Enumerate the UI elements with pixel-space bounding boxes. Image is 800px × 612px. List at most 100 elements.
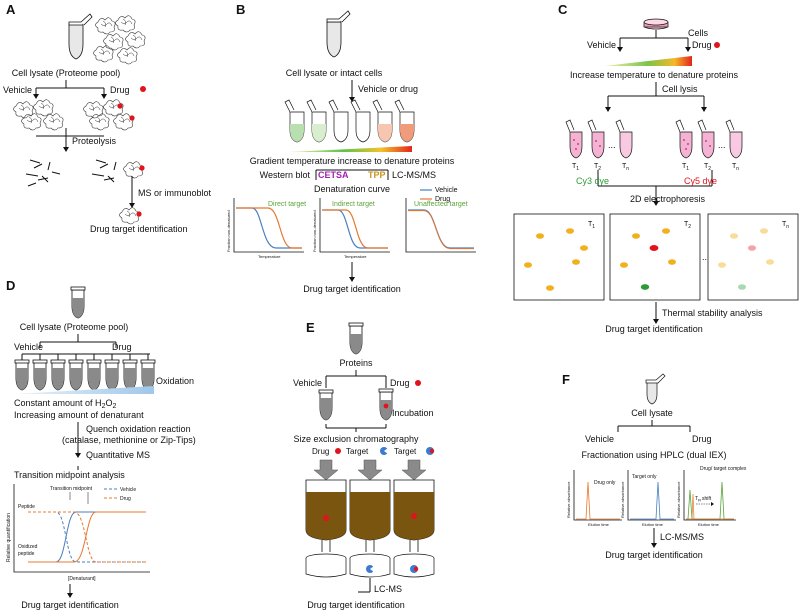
panel-d-quench: Quench oxidation reaction (86, 424, 191, 434)
drug-dot-icon (415, 380, 421, 386)
panel-e-col-target: Target (346, 447, 369, 456)
panel-d-peptide: Peptide (18, 504, 35, 510)
panel-f-letter: F (562, 372, 570, 387)
panel-a-drug: Drug (110, 85, 130, 95)
panel-f-fractionation: Fractionation using HPLC (dual IEX) (581, 450, 726, 460)
drug-dot-icon (714, 42, 720, 48)
temperature-gradient-wedge (604, 56, 692, 66)
panel-f: F Cell lysate Vehicle Drug Fractionation… (562, 372, 747, 560)
panel-d-oxidized2: peptide (18, 551, 35, 557)
panel-d-letter: D (6, 278, 15, 293)
panel-c-stability: Thermal stability analysis (662, 308, 763, 318)
panel-c-lysis: Cell lysis (662, 84, 698, 94)
panel-e-drug: Drug (390, 378, 410, 388)
panel-d-drug: Drug (112, 342, 132, 352)
protein-cluster-icon (93, 15, 146, 65)
panel-c-dots-1: ... (608, 140, 616, 150)
panel-b: B Cell lysate or intact cells Vehicle or… (226, 2, 476, 294)
panel-c-result: Drug target identification (605, 324, 703, 334)
denaturant-gradient-wedge (14, 386, 154, 394)
f-plot3-ylabel: Relative absorbance (676, 481, 681, 518)
svg-text:T2: T2 (594, 163, 601, 172)
panel-f-drug-only: Drug only (594, 480, 616, 486)
collection-dish-icon (305, 553, 435, 578)
panel-e-proteins: Proteins (339, 358, 373, 368)
panel-e-vehicle: Vehicle (293, 378, 322, 388)
svg-text:T1: T1 (572, 163, 579, 172)
vehicle-proteins (13, 99, 64, 131)
plot-direct-target: Fraction non-denatured Temperature Direc… (226, 198, 306, 259)
panel-a-lysate: Cell lysate (Proteome pool) (12, 68, 121, 78)
panel-c-letter: C (558, 2, 568, 17)
panel-b-gradient: Gradient temperature increase to denatur… (250, 156, 455, 166)
panel-b-legend-vehicle: Vehicle (435, 187, 458, 194)
sec-column-icon (305, 459, 435, 552)
panel-d-increasing: Increasing amount of denaturant (14, 410, 144, 420)
panel-c-dots-2: ... (718, 140, 726, 150)
panel-d-xlabel: [Denaturant] (68, 576, 96, 582)
svg-text:Tn: Tn (782, 221, 789, 230)
panel-c-electrophoresis: 2D electrophoresis (630, 194, 706, 204)
petri-dish-icon (643, 18, 669, 30)
plot2-xlabel: Temperature (344, 254, 367, 259)
eppendorf-tube-icon (68, 13, 93, 60)
panel-b-curve-title: Denaturation curve (314, 184, 390, 194)
panel-e-result: Drug target identification (307, 600, 405, 610)
eppendorf-tube-icon (645, 373, 666, 405)
panel-b-letter: B (236, 2, 245, 17)
panel-d-legend-vehicle: Vehicle (120, 487, 136, 493)
svg-text:T2: T2 (684, 221, 691, 230)
drug-proteins (83, 99, 135, 131)
plot1-ylabel: Fraction non-denatured (226, 210, 231, 252)
panel-a-detection: MS or immunoblot (138, 188, 212, 198)
panel-d-vehicle: Vehicle (14, 342, 43, 352)
panel-e-col-target2: Target (394, 447, 417, 456)
peptide-fragments-vehicle (25, 159, 61, 187)
svg-text:T2: T2 (704, 163, 711, 172)
panel-b-treatment: Vehicle or drug (358, 84, 418, 94)
panel-a-vehicle: Vehicle (3, 85, 32, 95)
peptide-fragments-drug (91, 159, 145, 183)
temperature-gradient-wedge (288, 146, 412, 152)
panel-e-incubation: Incubation (392, 408, 434, 418)
panel-b-tpp: TPP (368, 170, 386, 180)
svg-text:T1: T1 (682, 163, 689, 172)
panel-d-midpoint: Transition midpoint analysis (14, 470, 125, 480)
gel-t2: T2 (609, 213, 701, 301)
panel-a-proteolysis: Proteolysis (72, 136, 117, 146)
panel-c-dots-3: ... (702, 252, 710, 262)
panel-c-cells: Cells (688, 28, 709, 38)
plot2-title: Indirect target (332, 201, 375, 208)
pink-tubes-drug: ... (675, 119, 743, 159)
panel-a: A Cell lysate (Proteome pool) Vehicle Dr… (3, 2, 212, 234)
panel-c-vehicle: Vehicle (587, 40, 616, 50)
panel-c-cy5: Cy5 dye (684, 176, 717, 186)
panel-e-sec: Size exclusion chromatography (293, 434, 419, 444)
eppendorf-tube-icon (70, 286, 86, 319)
panel-f-complex: Drug/ target complex (700, 466, 747, 472)
panel-d-legend-drug: Drug (120, 496, 131, 502)
panel-c-cy3: Cy3 dye (576, 176, 609, 186)
panel-d: D Cell lysate (Proteome pool) Vehicle Dr… (6, 278, 196, 610)
svg-text:T1: T1 (588, 221, 595, 230)
panel-f-drug: Drug (692, 434, 712, 444)
tube-temperature-labels: T1 T2 Tn T1 T2 Tn (572, 163, 739, 172)
svg-text:Tn: Tn (732, 163, 739, 172)
panel-b-result: Drug target identification (303, 284, 401, 294)
panel-b-cetsa: CETSA (318, 170, 349, 180)
plot1-title: Direct target (268, 201, 306, 208)
gel-t1: T1 (513, 213, 605, 301)
eppendorf-tube-icon (348, 322, 364, 355)
panel-c: C Cells Vehicle Drug Increase temperatur… (513, 2, 799, 334)
f-plot2-ylabel: Relative absorbance (620, 481, 625, 518)
panel-d-oxidized: Oxidized (18, 544, 38, 550)
panel-b-legend-drug: Drug (435, 196, 450, 203)
panel-d-quant: Quantitative MS (86, 450, 150, 460)
panel-b-lcms: LC-MS/MS (392, 170, 436, 180)
panel-d-quench-detail: (catalase, methionine or Zip-Tips) (62, 435, 196, 445)
transition-midpoint-chart: Relative quantification [Denaturant] Pep… (6, 484, 150, 582)
plot3-title: Unaffected target (414, 201, 468, 208)
gray-tube-row (14, 359, 156, 391)
svg-text:Tn: Tn (622, 163, 629, 172)
